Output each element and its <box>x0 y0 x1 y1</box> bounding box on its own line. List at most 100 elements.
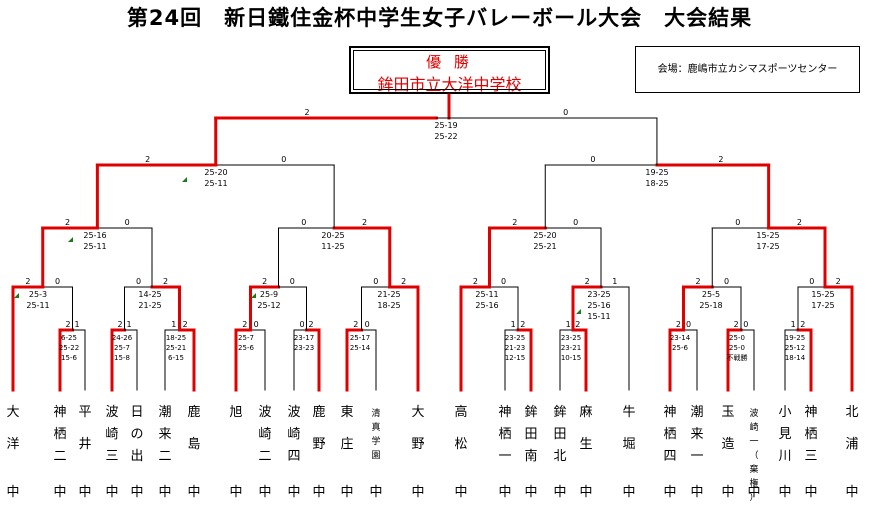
team-suffix: 中 <box>158 485 171 500</box>
set-score: 25-6 <box>672 344 688 352</box>
set-score: 21-25 <box>138 301 161 310</box>
team-name-char: 崎 <box>749 421 758 433</box>
score-right: 2 <box>575 320 580 329</box>
team-suffix: 中 <box>53 485 66 500</box>
score-left: 2 <box>676 320 681 329</box>
set-score: 20-25 <box>321 231 344 240</box>
team-name-char: 洋 <box>6 437 19 452</box>
set-score: 25-7 <box>238 334 254 342</box>
set-score: 25-11 <box>83 242 106 251</box>
score-left: 2 <box>145 155 150 164</box>
score-right: 2 <box>718 155 723 164</box>
team-suffix: 中 <box>105 485 118 500</box>
team-name-char: 麻 <box>579 405 592 420</box>
score-left: 2 <box>304 108 309 117</box>
team-suffix: 中 <box>721 485 734 500</box>
set-score: 12-15 <box>505 354 525 362</box>
team-suffix: 中 <box>845 485 858 500</box>
team-suffix: 中 <box>454 485 467 500</box>
score-right: 1 <box>126 320 131 329</box>
team-name-char: 鹿 <box>312 404 325 420</box>
score-left: 2 <box>353 320 358 329</box>
set-score: 25-0 <box>729 334 745 342</box>
score-right: 0 <box>501 277 506 286</box>
team-suffix: 中 <box>411 485 424 500</box>
team-suffix: 中 <box>369 485 382 500</box>
score-left: 0 <box>299 320 304 329</box>
score-right: 2 <box>520 320 525 329</box>
team-suffix: 中 <box>498 485 511 500</box>
set-score: 25-12 <box>785 344 805 352</box>
team-name-char: 一 <box>749 437 758 447</box>
team-name-char: 鉾 <box>553 405 566 420</box>
score-left: 2 <box>25 277 30 286</box>
set-score: 25-16 <box>83 231 106 240</box>
team-suffix: 中 <box>78 485 91 500</box>
team-name-char: 三 <box>105 449 118 464</box>
set-score: 25-16 <box>475 301 498 310</box>
set-score: 18-25 <box>166 334 186 342</box>
team-name-char: 生 <box>579 437 592 452</box>
set-score: 不戦勝 <box>727 353 748 362</box>
set-score: 25-14 <box>350 344 371 352</box>
team-name-char: 栖 <box>53 427 66 442</box>
set-score: 18-14 <box>785 354 806 362</box>
team-name-char: 川 <box>778 449 791 464</box>
team-name-char: の <box>130 427 143 442</box>
score-right: 0 <box>573 218 578 227</box>
set-score: 25-9 <box>260 290 278 299</box>
set-score: 25-3 <box>29 290 47 299</box>
team-suffix: 中 <box>553 485 566 500</box>
score-left: 2 <box>585 277 590 286</box>
score-right: 2 <box>836 277 841 286</box>
score-left: 2 <box>242 320 247 329</box>
score-right: 0 <box>365 320 370 329</box>
team-name-char: 田 <box>553 427 566 442</box>
score-right: 0 <box>724 277 729 286</box>
team-name-char: 神 <box>663 405 676 420</box>
score-left: 2 <box>262 277 267 286</box>
set-score: 25-19 <box>434 121 457 130</box>
team-name-char: 高 <box>454 404 467 420</box>
score-right: 0 <box>125 218 130 227</box>
team-name-char: 神 <box>498 405 511 420</box>
score-right: 0 <box>686 320 691 329</box>
set-score: 23-17 <box>294 334 314 342</box>
team-name-char: 清 <box>371 407 380 419</box>
team-name-char: 南 <box>524 448 537 464</box>
set-score: 25-6 <box>238 344 254 352</box>
set-score: 15-6 <box>61 354 77 362</box>
team-suffix: 中 <box>524 485 537 500</box>
set-score: 25-5 <box>702 290 720 299</box>
score-right: 0 <box>55 277 60 286</box>
team-suffix: 中 <box>340 485 353 500</box>
set-score: 23-21 <box>561 344 581 352</box>
set-score: 21-25 <box>377 290 400 299</box>
team-suffix: 中 <box>579 485 592 500</box>
set-score: 25-11 <box>475 290 498 299</box>
set-score: 25-20 <box>204 168 227 177</box>
set-score: 14-25 <box>138 290 161 299</box>
team-name-char: 大 <box>6 405 19 420</box>
set-score: 6-25 <box>61 334 77 342</box>
team-name-char: 東 <box>340 404 353 420</box>
score-right: 2 <box>362 218 367 227</box>
set-score: 11-25 <box>321 242 344 251</box>
team-name-char: 浦 <box>845 437 858 452</box>
set-score: 15-8 <box>114 354 130 362</box>
score-right: 0 <box>290 277 295 286</box>
team-name-char: 崎 <box>105 427 118 442</box>
set-score: 24-26 <box>112 334 133 342</box>
set-score: 25-21 <box>533 242 556 251</box>
score-right: 2 <box>308 320 313 329</box>
set-score: 17-25 <box>811 301 834 310</box>
set-score: 25-16 <box>587 301 610 310</box>
team-name-char: 堀 <box>622 437 635 452</box>
set-score: 25-7 <box>114 344 130 352</box>
team-suffix: 中 <box>187 485 200 500</box>
team-name-char: 野 <box>411 437 424 452</box>
set-score: 21-23 <box>505 344 525 352</box>
set-score: 15-25 <box>756 231 779 240</box>
set-score: 25-18 <box>699 301 722 310</box>
